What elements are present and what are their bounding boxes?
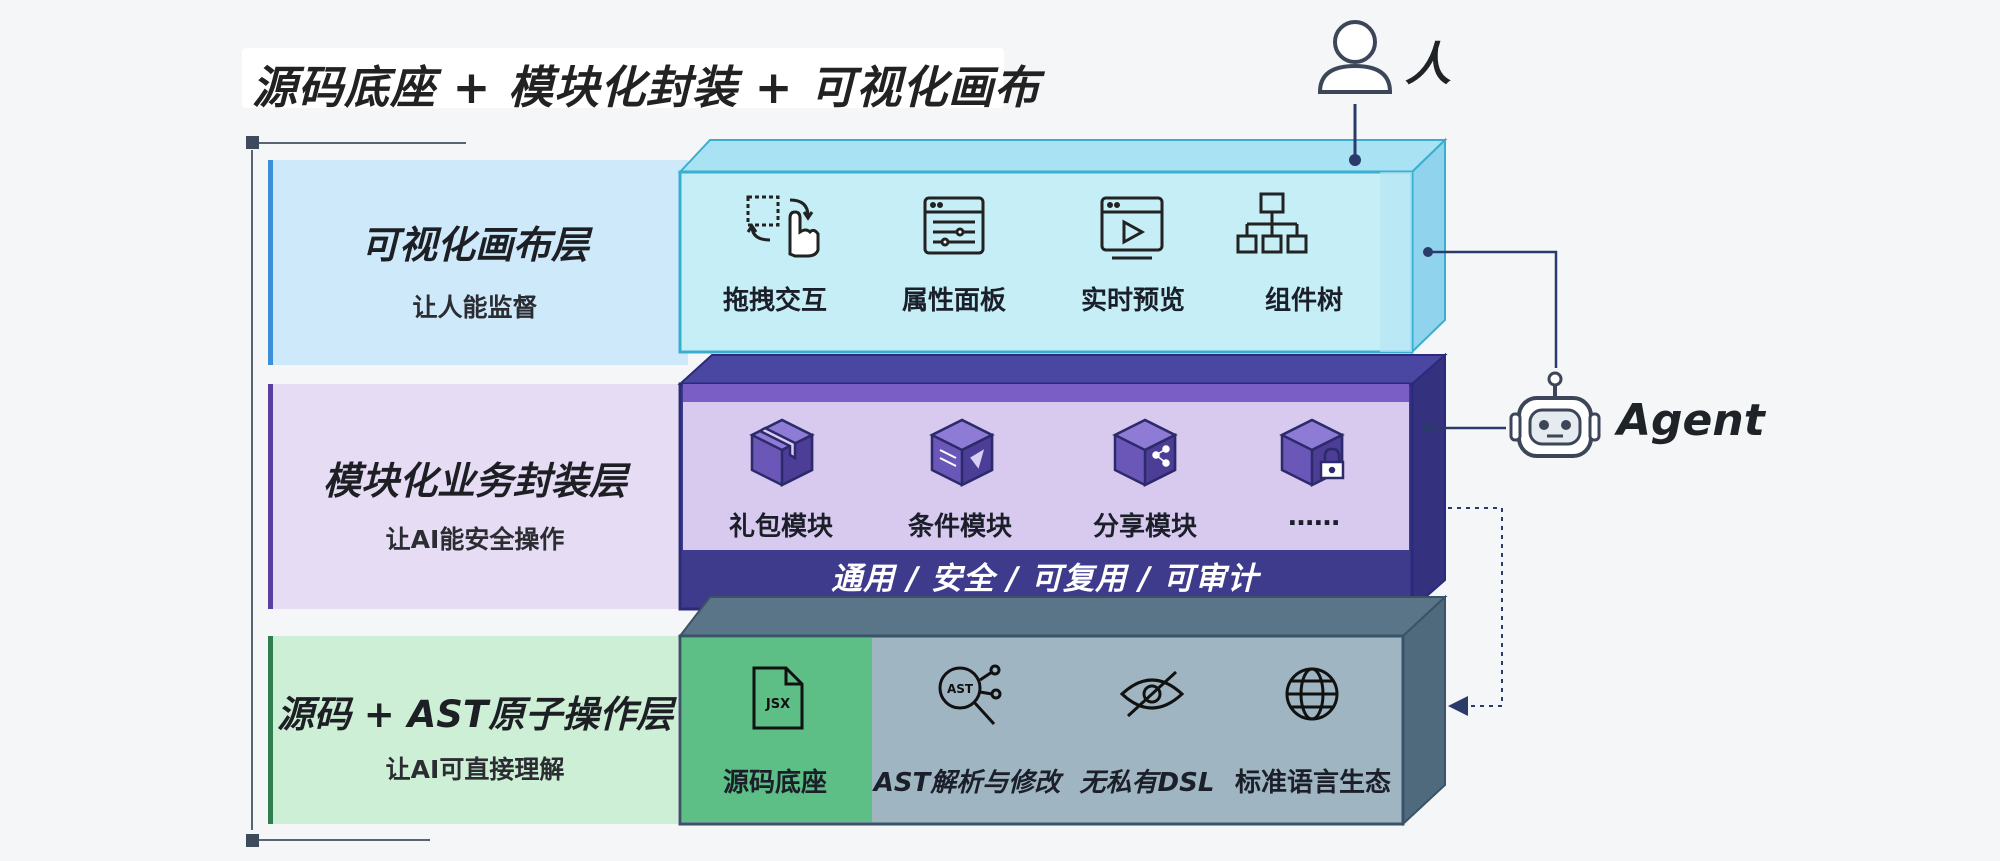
canvas-layer-label-panel — [268, 160, 688, 365]
human-icon — [1317, 20, 1393, 166]
svg-text:AST: AST — [947, 682, 974, 696]
ast-layer-subtitle: 让AI可直接理解 — [385, 755, 565, 784]
ast-layer-label-panel — [268, 636, 678, 824]
item-no-private-dsl: 无私有DSL — [1079, 768, 1215, 798]
item-drag-interaction: 拖拽交互 — [722, 286, 828, 316]
module-layer-subtitle: 让AI能安全操作 — [385, 525, 565, 554]
eye-off-icon — [1119, 670, 1185, 718]
canvas-layer-block — [677, 137, 1448, 355]
item-component-tree: 组件树 — [1264, 286, 1344, 316]
canvas-layer-subtitle: 让人能监督 — [412, 293, 538, 322]
jsx-file-icon: JSX — [752, 666, 804, 730]
module-layer-block — [677, 352, 1448, 612]
left-bracket — [246, 136, 466, 847]
locked-box-icon — [1279, 418, 1345, 488]
agent-label: Agent — [1617, 395, 1765, 446]
item-live-preview: 实时预览 — [1080, 286, 1186, 316]
ast-layer-title: 源码 + AST原子操作层 — [276, 693, 674, 736]
canvas-layer-title: 可视化画布层 — [360, 223, 589, 267]
component-tree-icon — [1236, 192, 1308, 254]
svg-text:JSX: JSX — [765, 697, 790, 712]
item-condition-module: 条件模块 — [907, 512, 1013, 542]
module-layer-tagline: 通用 / 安全 / 可复用 / 可审计 — [831, 561, 1259, 597]
condition-box-icon — [929, 418, 995, 488]
page-title: 源码底座 + 模块化封装 + 可视化画布 — [252, 61, 1041, 114]
globe-icon — [1285, 667, 1339, 721]
item-ast-parse: AST解析与修改 — [873, 768, 1061, 798]
property-panel-icon — [923, 196, 985, 255]
live-preview-icon — [1100, 196, 1164, 260]
module-layer-title: 模块化业务封装层 — [322, 459, 627, 503]
ast-parse-icon: AST — [938, 664, 1002, 726]
item-gift-module: 礼包模块 — [728, 512, 834, 542]
canvas-layer-label: 可视化画布层 让人能监督 — [270, 160, 680, 365]
item-property-panel: 属性面板 — [901, 286, 1007, 316]
ast-layer-label: 源码 + AST原子操作层 让AI可直接理解 — [270, 636, 680, 824]
item-share-module: 分享模块 — [1092, 512, 1198, 542]
drag-interaction-icon — [746, 195, 820, 258]
agent-connectors — [1423, 247, 1558, 716]
item-more-modules: …… — [1288, 502, 1340, 532]
module-layer-label: 模块化业务封装层 让AI能安全操作 — [270, 384, 680, 609]
title-background — [242, 48, 1004, 108]
human-label: 人 — [1405, 37, 1451, 91]
agent-robot-icon — [1509, 371, 1601, 458]
share-box-icon — [1112, 418, 1178, 488]
item-standard-ecosystem: 标准语言生态 — [1234, 768, 1392, 798]
gift-box-icon — [749, 418, 815, 488]
item-source-base: 源码底座 — [722, 768, 828, 798]
module-layer-label-panel — [268, 384, 678, 609]
